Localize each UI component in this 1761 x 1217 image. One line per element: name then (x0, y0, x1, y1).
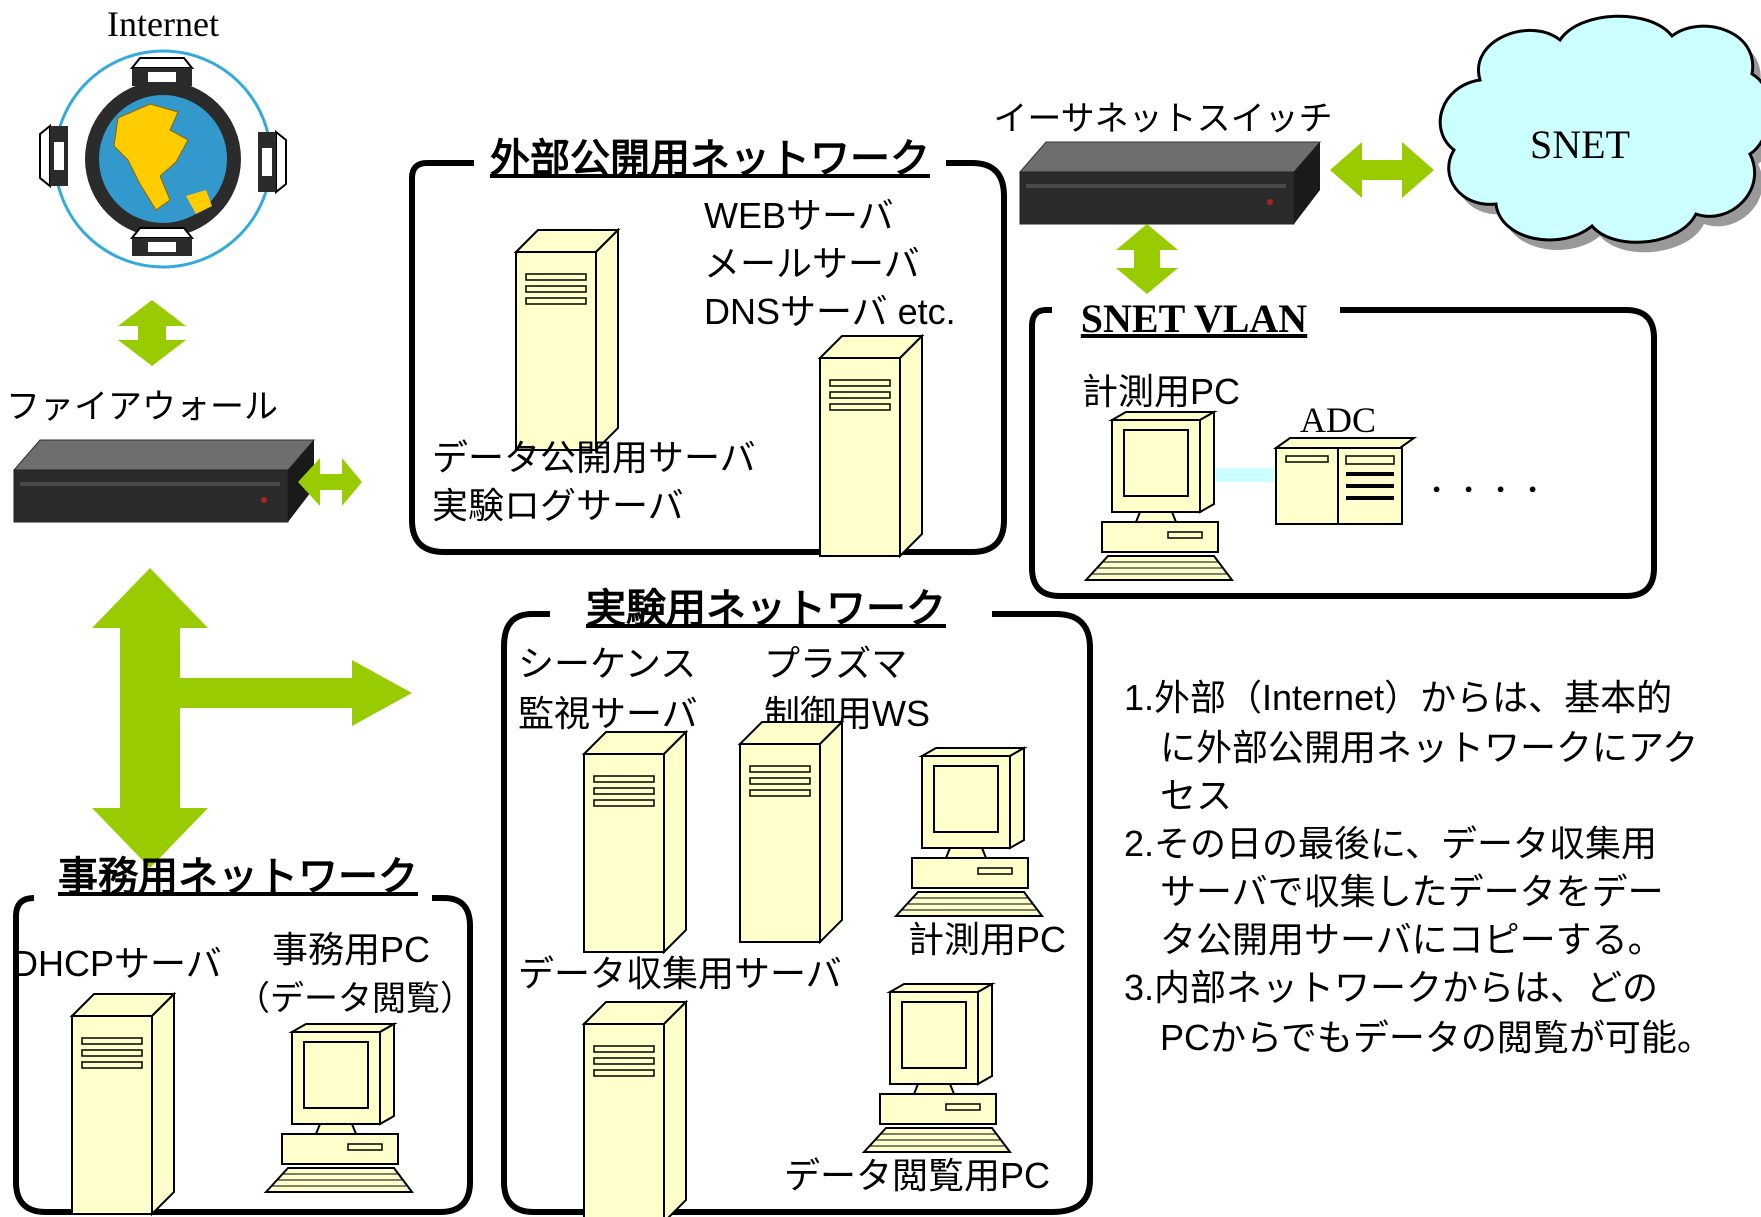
mail-server-label: メールサーバ (704, 243, 920, 284)
web-server-label: WEBサーバ (704, 195, 894, 236)
dhcp-server-icon (71, 993, 175, 1215)
ethernet-switch-icon (1019, 141, 1321, 225)
sequence-label-2: 監視サーバ (518, 693, 698, 734)
sequence-server-icon (583, 731, 687, 953)
dns-server-label: DNSサーバ etc. (704, 291, 956, 332)
note-line-5: サーバで収集したデータをデー (1160, 871, 1664, 912)
office-pc-icon (265, 1023, 413, 1193)
vlan-ellipsis: ．．．． (1428, 459, 1574, 500)
switch-label: イーサネットスイッチ (993, 100, 1332, 138)
experiment-net-title: 実験用ネットワーク (586, 586, 946, 632)
data-view-pc-icon (863, 983, 1011, 1153)
vlan-measure-pc-label: 計測用PC (1082, 371, 1240, 412)
data-collect-server-icon (583, 1001, 687, 1217)
dhcp-server-label: DHCPサーバ (12, 943, 222, 984)
note-line-7: 3.内部ネットワークからは、どの (1124, 967, 1658, 1008)
vlan-measure-pc-icon (1085, 411, 1233, 581)
notes-list: 1.外部（Internet）からは、基本的 に外部公開用ネットワークにアク セス… (1124, 677, 1713, 1058)
switch-vlan-arrow-icon (1116, 224, 1178, 294)
snet-cloud-icon (1438, 14, 1761, 253)
data-publish-server-label: データ公開用サーバ (432, 437, 756, 478)
snet-vlan-title: SNET VLAN (1081, 296, 1308, 341)
external-network-group: 外部公開用ネットワーク WEBサーバ メールサーバ DNSサーバ etc. デー… (409, 136, 1007, 557)
switch-snet-arrow-icon (1330, 142, 1434, 198)
note-line-1: 1.外部（Internet）からは、基本的 (1124, 677, 1672, 718)
plasma-ws-icon (739, 721, 843, 943)
office-pc-label-2: （データ閲覧） (236, 980, 474, 1018)
office-pc-label-1: 事務用PC (272, 929, 430, 970)
plasma-label-1: プラズマ (764, 643, 907, 684)
internet-globe-icon (39, 49, 287, 269)
firewall-internal-arrow-icon (92, 568, 412, 868)
experiment-log-server-label: 実験ログサーバ (432, 485, 684, 526)
note-line-8: PCからでもデータの閲覧が可能。 (1160, 1017, 1713, 1058)
web-server-icon (819, 335, 923, 557)
snet-cloud-label: SNET (1530, 122, 1630, 167)
firewall-external-arrow-icon (298, 458, 362, 506)
adc-device-icon (1272, 437, 1418, 525)
firewall-label: ファイアウォール (6, 388, 278, 426)
external-net-title: 外部公開用ネットワーク (490, 136, 930, 182)
pc-adc-cable (1216, 468, 1274, 482)
note-line-3: セス (1160, 775, 1232, 816)
data-server-icon (515, 229, 619, 451)
adc-label: ADC (1300, 400, 1376, 440)
experiment-measure-pc-label: 計測用PC (908, 919, 1066, 960)
office-net-title: 事務用ネットワーク (58, 854, 418, 900)
note-line-4: 2.その日の最後に、データ収集用 (1124, 823, 1657, 864)
experiment-network-group: 実験用ネットワーク シーケンス 監視サーバ プラズマ 制御用WS 計測用PC デ… (501, 586, 1093, 1217)
note-line-6: タ公開用サーバにコピーする。 (1160, 919, 1664, 960)
firewall-device-icon (13, 439, 315, 523)
snet-vlan-group: SNET VLAN 計測用PC ADC ．．．． (1029, 296, 1657, 599)
note-line-2: に外部公開用ネットワークにアク (1160, 727, 1698, 768)
sequence-label-1: シーケンス (518, 643, 696, 684)
experiment-measure-pc-icon (895, 747, 1043, 917)
internet-firewall-arrow-icon (118, 300, 186, 366)
internet-label: Internet (107, 4, 219, 44)
data-collect-server-label: データ収集用サーバ (518, 953, 842, 994)
office-network-group: 事務用ネットワーク DHCPサーバ 事務用PC （データ閲覧） (12, 854, 474, 1215)
data-view-pc-label: データ閲覧用PC (784, 1155, 1050, 1196)
